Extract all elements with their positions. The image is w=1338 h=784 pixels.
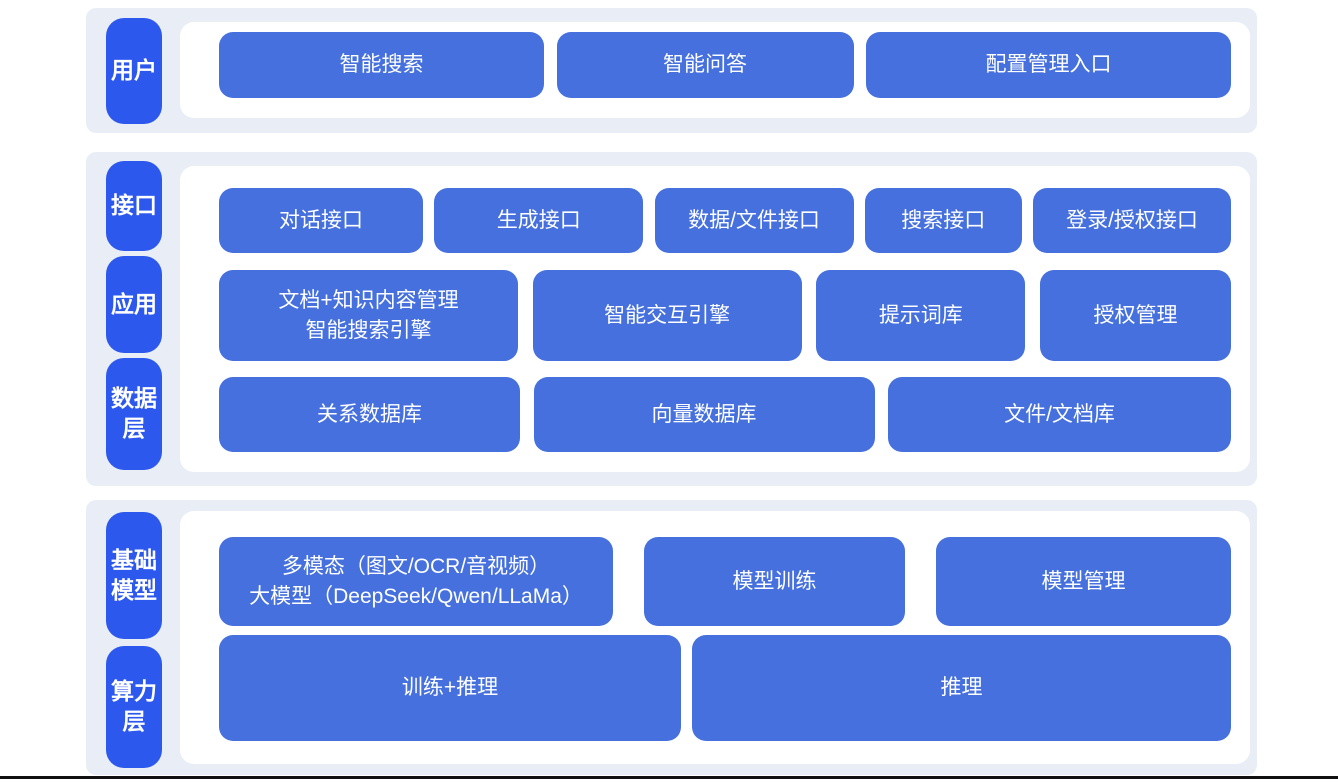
diagram-box-config-entry: 配置管理入口 — [866, 32, 1231, 98]
diagram-box-inference: 推理 — [692, 635, 1231, 741]
section-interface-app-data: 接口 应用 数据层 对话接口 生成接口 数据/文件接口 搜索接口 登录/授权接口… — [86, 152, 1257, 486]
row-data-stores: 关系数据库 向量数据库 文件/文档库 — [219, 377, 1231, 452]
diagram-box-model-management: 模型管理 — [936, 537, 1231, 626]
diagram-box-file-doc-store: 文件/文档库 — [888, 377, 1231, 452]
bottom-border-line — [0, 776, 1338, 779]
layer-pill-data: 数据层 — [106, 358, 162, 470]
panel-interface-app-data: 对话接口 生成接口 数据/文件接口 搜索接口 登录/授权接口 文档+知识内容管理… — [180, 166, 1250, 472]
diagram-box-generation-api: 生成接口 — [434, 188, 644, 253]
layer-pill-compute: 算力层 — [106, 646, 162, 768]
diagram-box-vector-db: 向量数据库 — [533, 377, 875, 452]
row-compute: 训练+推理 推理 — [219, 635, 1231, 741]
diagram-box-smart-qa: 智能问答 — [556, 32, 854, 98]
layer-pill-foundation-model: 基础模型 — [106, 512, 162, 639]
section-user-layer: 用户 智能搜索 智能问答 配置管理入口 — [86, 8, 1257, 133]
layer-pill-interface: 接口 — [106, 161, 162, 251]
diagram-box-login-auth-api: 登录/授权接口 — [1033, 188, 1231, 253]
diagram-box-dialog-api: 对话接口 — [219, 188, 423, 253]
diagram-box-doc-knowledge-search: 文档+知识内容管理 智能搜索引擎 — [219, 270, 518, 361]
diagram-box-model-training: 模型训练 — [644, 537, 905, 626]
panel-user-layer: 智能搜索 智能问答 配置管理入口 — [180, 22, 1250, 118]
diagram-box-relational-db: 关系数据库 — [219, 377, 520, 452]
diagram-box-interaction-engine: 智能交互引擎 — [532, 270, 802, 361]
section-foundation-compute: 基础模型 算力层 多模态（图文/OCR/音视频） 大模型（DeepSeek/Qw… — [86, 500, 1257, 775]
diagram-box-search-api: 搜索接口 — [864, 188, 1022, 253]
row-user-entries: 智能搜索 智能问答 配置管理入口 — [219, 32, 1231, 98]
layer-pill-application: 应用 — [106, 256, 162, 353]
layer-pill-user: 用户 — [106, 18, 162, 124]
diagram-box-auth-management: 授权管理 — [1039, 270, 1231, 361]
diagram-box-smart-search: 智能搜索 — [219, 32, 544, 98]
row-applications: 文档+知识内容管理 智能搜索引擎 智能交互引擎 提示词库 授权管理 — [219, 270, 1231, 361]
diagram-box-multimodal-llm: 多模态（图文/OCR/音视频） 大模型（DeepSeek/Qwen/LLaMa） — [219, 537, 613, 626]
diagram-box-data-file-api: 数据/文件接口 — [654, 188, 854, 253]
panel-foundation-compute: 多模态（图文/OCR/音视频） 大模型（DeepSeek/Qwen/LLaMa）… — [180, 511, 1250, 764]
diagram-box-train-infer: 训练+推理 — [219, 635, 681, 741]
diagram-box-prompt-library: 提示词库 — [816, 270, 1026, 361]
row-foundation-models: 多模态（图文/OCR/音视频） 大模型（DeepSeek/Qwen/LLaMa）… — [219, 537, 1231, 626]
row-interfaces: 对话接口 生成接口 数据/文件接口 搜索接口 登录/授权接口 — [219, 188, 1231, 253]
